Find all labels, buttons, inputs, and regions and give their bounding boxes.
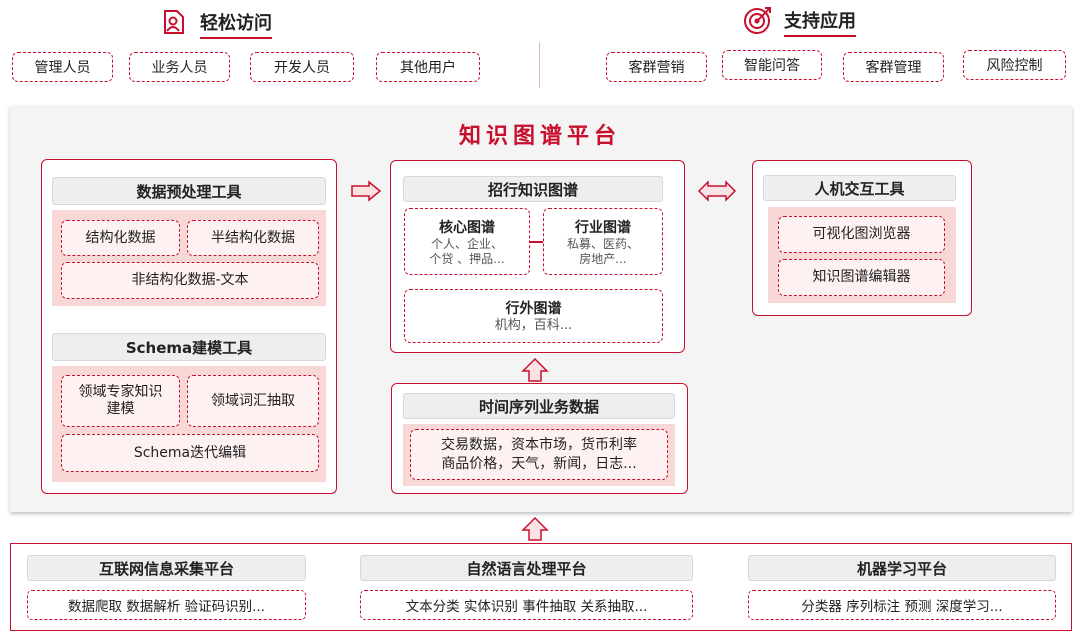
arrow-up-icon [521, 357, 549, 382]
nlp-platform-detail[interactable]: 文本分类 实体识别 事件抽取 关系抽取... [360, 590, 693, 620]
web-crawl-platform-detail[interactable]: 数据爬取 数据解析 验证码识别... [27, 590, 306, 620]
arrow-right-icon [351, 180, 382, 202]
app-pill[interactable]: 风险控制 [963, 50, 1066, 80]
graph-link-line [530, 241, 543, 243]
user-type-pill[interactable]: 开发人员 [250, 52, 354, 82]
app-pill[interactable]: 客群管理 [843, 52, 944, 82]
user-type-pill[interactable]: 管理人员 [12, 52, 113, 82]
arrow-up-icon [521, 516, 549, 541]
access-section-title: 轻松访问 [158, 6, 272, 39]
app-pill[interactable]: 客群营销 [606, 52, 707, 82]
external-graph-box[interactable]: 行外图谱 机构，百科... [404, 289, 663, 343]
graph-editor-box[interactable]: 知识图谱编辑器 [778, 259, 945, 296]
expert-modeling-box[interactable]: 领域专家知识建模 [61, 375, 180, 427]
hci-title: 人机交互工具 [763, 175, 956, 201]
ml-platform-title: 机器学习平台 [748, 555, 1056, 581]
user-type-pill[interactable]: 其他用户 [376, 52, 480, 82]
industry-graph-box[interactable]: 行业图谱 私募、医药、 房地产... [543, 208, 663, 275]
core-graph-box[interactable]: 核心图谱 个人、企业、 个贷 、押品... [404, 208, 530, 275]
target-icon [742, 4, 774, 36]
nlp-platform-title: 自然语言处理平台 [360, 555, 693, 581]
preprocess-tool-title: 数据预处理工具 [52, 177, 326, 205]
timeseries-data-box[interactable]: 交易数据，资本市场，货币利率 商品价格，天气，新闻，日志... [410, 429, 668, 480]
user-document-icon [158, 6, 190, 38]
graph-browser-box[interactable]: 可视化图浏览器 [778, 216, 945, 253]
platform-title: 知识图谱平台 [458, 124, 621, 149]
vocab-extraction-box[interactable]: 领域词汇抽取 [187, 375, 319, 427]
apps-section-title: 支持应用 [742, 4, 856, 37]
header-divider [539, 42, 540, 88]
schema-edit-box[interactable]: Schema迭代编辑 [61, 434, 319, 472]
structured-data-box[interactable]: 结构化数据 [61, 220, 180, 256]
app-pill[interactable]: 智能问答 [722, 50, 822, 80]
web-crawl-platform-title: 互联网信息采集平台 [27, 555, 306, 581]
schema-tool-title: Schema建模工具 [52, 333, 326, 361]
user-type-pill[interactable]: 业务人员 [129, 52, 230, 82]
kg-title: 招行知识图谱 [403, 176, 663, 202]
timeseries-title: 时间序列业务数据 [403, 393, 675, 419]
semistructured-data-box[interactable]: 半结构化数据 [187, 220, 319, 256]
ml-platform-detail[interactable]: 分类器 序列标注 预测 深度学习... [748, 590, 1056, 620]
bidirectional-arrow-icon [697, 180, 737, 202]
unstructured-data-box[interactable]: 非结构化数据-文本 [61, 262, 319, 299]
